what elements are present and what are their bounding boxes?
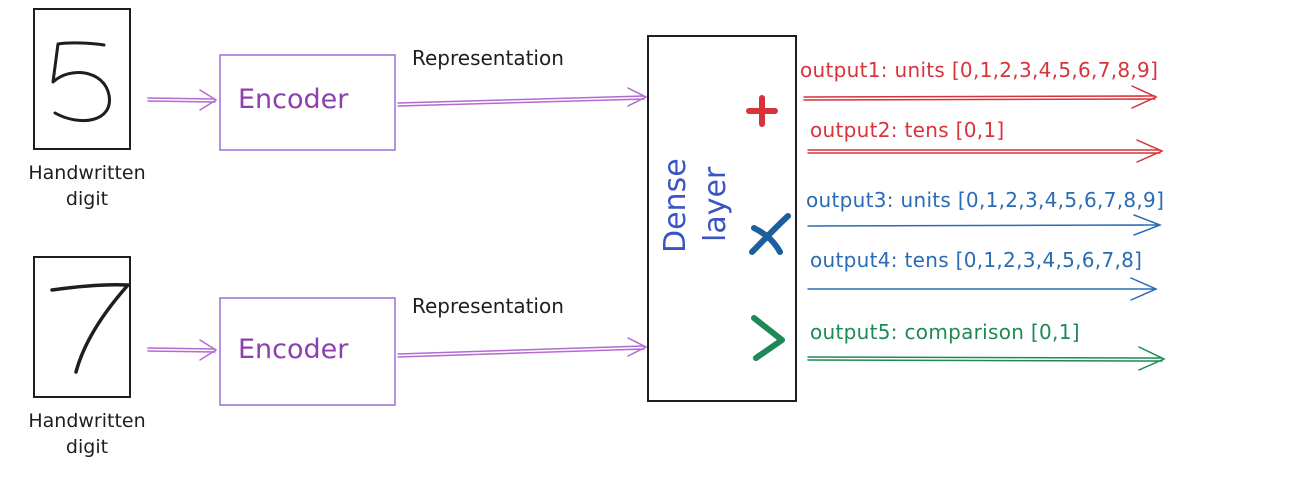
arrow-encoder1-dense — [397, 87, 648, 107]
arrow-encoder2-dense — [397, 337, 648, 358]
representation-label-1: Representation — [412, 46, 564, 70]
output5-label: output5: comparison [0,1] — [810, 320, 1080, 344]
output2-arrow — [807, 139, 1164, 163]
encoder-box-1 — [219, 54, 396, 151]
arrow-image2-encoder2 — [147, 339, 218, 361]
input-caption-2: Handwritten digit — [2, 408, 172, 460]
output3-arrow — [807, 214, 1163, 236]
output4-label: output4: tens [0,1,2,3,4,5,6,7,8] — [810, 248, 1143, 272]
input-caption-1-line1: Handwritten — [28, 162, 146, 184]
handwritten-five — [51, 41, 111, 122]
output1-arrow — [803, 85, 1158, 109]
dense-layer-box — [647, 35, 797, 402]
plus-icon — [746, 95, 778, 127]
dense-label-line1: Dense — [658, 158, 693, 253]
output4-arrow — [807, 277, 1158, 301]
times-icon — [749, 213, 791, 255]
output3-label: output3: units [0,1,2,3,4,5,6,7,8,9] — [806, 188, 1165, 212]
encoder-box-2 — [219, 297, 396, 406]
input-image-1 — [33, 8, 131, 150]
representation-label-2: Representation — [412, 294, 564, 318]
arrow-image1-encoder1 — [147, 89, 218, 111]
greater-than-icon — [751, 315, 785, 361]
output5-arrow — [807, 346, 1166, 371]
input-caption-2-line1: Handwritten — [28, 410, 146, 432]
dense-label-line2: layer — [698, 166, 733, 242]
encoder-label-2: Encoder — [238, 334, 349, 365]
output2-label: output2: tens [0,1] — [810, 118, 1005, 142]
input-caption-2-line2: digit — [65, 436, 109, 458]
input-caption-1: Handwritten digit — [2, 160, 172, 212]
encoder-label-1: Encoder — [238, 84, 349, 115]
input-image-2 — [33, 256, 131, 398]
handwritten-seven — [50, 283, 130, 374]
output1-label: output1: units [0,1,2,3,4,5,6,7,8,9] — [800, 58, 1159, 82]
input-caption-1-line2: digit — [65, 188, 109, 210]
